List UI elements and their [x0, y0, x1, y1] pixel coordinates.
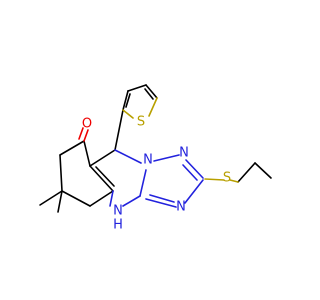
- bond: [78, 127, 84, 140]
- bond: [83, 140, 91, 167]
- atom-labels: S O N N N N H S: [82, 115, 231, 233]
- bridgehead-nitrogen-label: N: [143, 153, 153, 168]
- ketone-oxygen-label: O: [82, 117, 92, 132]
- structure-canvas: S O N N N N H S: [39, 84, 272, 233]
- bond: [182, 164, 198, 181]
- bond: [61, 190, 91, 207]
- amine-nitrogen-label: N: [113, 204, 123, 219]
- nitrogen-bonds: [109, 149, 204, 208]
- bond: [109, 190, 114, 207]
- triazole-nitrogen-label: N: [179, 146, 189, 161]
- triazole-nitrogen-label: N: [176, 200, 186, 215]
- bond: [229, 179, 239, 183]
- bond: [149, 194, 175, 203]
- bond: [144, 88, 154, 100]
- oxygen-bonds: [78, 127, 89, 142]
- amine-hydrogen-label: H: [113, 218, 123, 233]
- bond: [125, 93, 131, 108]
- bond: [139, 169, 147, 197]
- bond: [122, 195, 141, 207]
- bond: [204, 178, 225, 181]
- bond: [122, 90, 129, 111]
- thioether-sulfur-label: S: [223, 171, 231, 186]
- bond: [184, 179, 204, 204]
- bond: [185, 159, 204, 179]
- molecule-diagram: S O N N N N H S: [39, 84, 272, 233]
- bond: [39, 190, 63, 206]
- bond: [89, 149, 116, 167]
- bond: [89, 190, 114, 207]
- bond: [122, 109, 134, 119]
- bond: [57, 190, 63, 213]
- bond: [145, 84, 158, 99]
- bond: [83, 129, 89, 142]
- bond: [148, 97, 158, 117]
- bond: [127, 84, 147, 92]
- sulfur-bonds: [122, 97, 239, 183]
- bond: [145, 198, 177, 208]
- bond: [114, 109, 124, 151]
- bond: [237, 162, 256, 183]
- bond: [95, 166, 115, 187]
- bond: [59, 140, 85, 156]
- bond: [89, 165, 114, 192]
- bond: [153, 154, 180, 162]
- bond: [114, 149, 142, 164]
- bond: [59, 154, 63, 192]
- bond: [254, 162, 272, 179]
- thiophene-sulfur-label: S: [137, 115, 145, 130]
- carbon-bonds: [39, 84, 272, 213]
